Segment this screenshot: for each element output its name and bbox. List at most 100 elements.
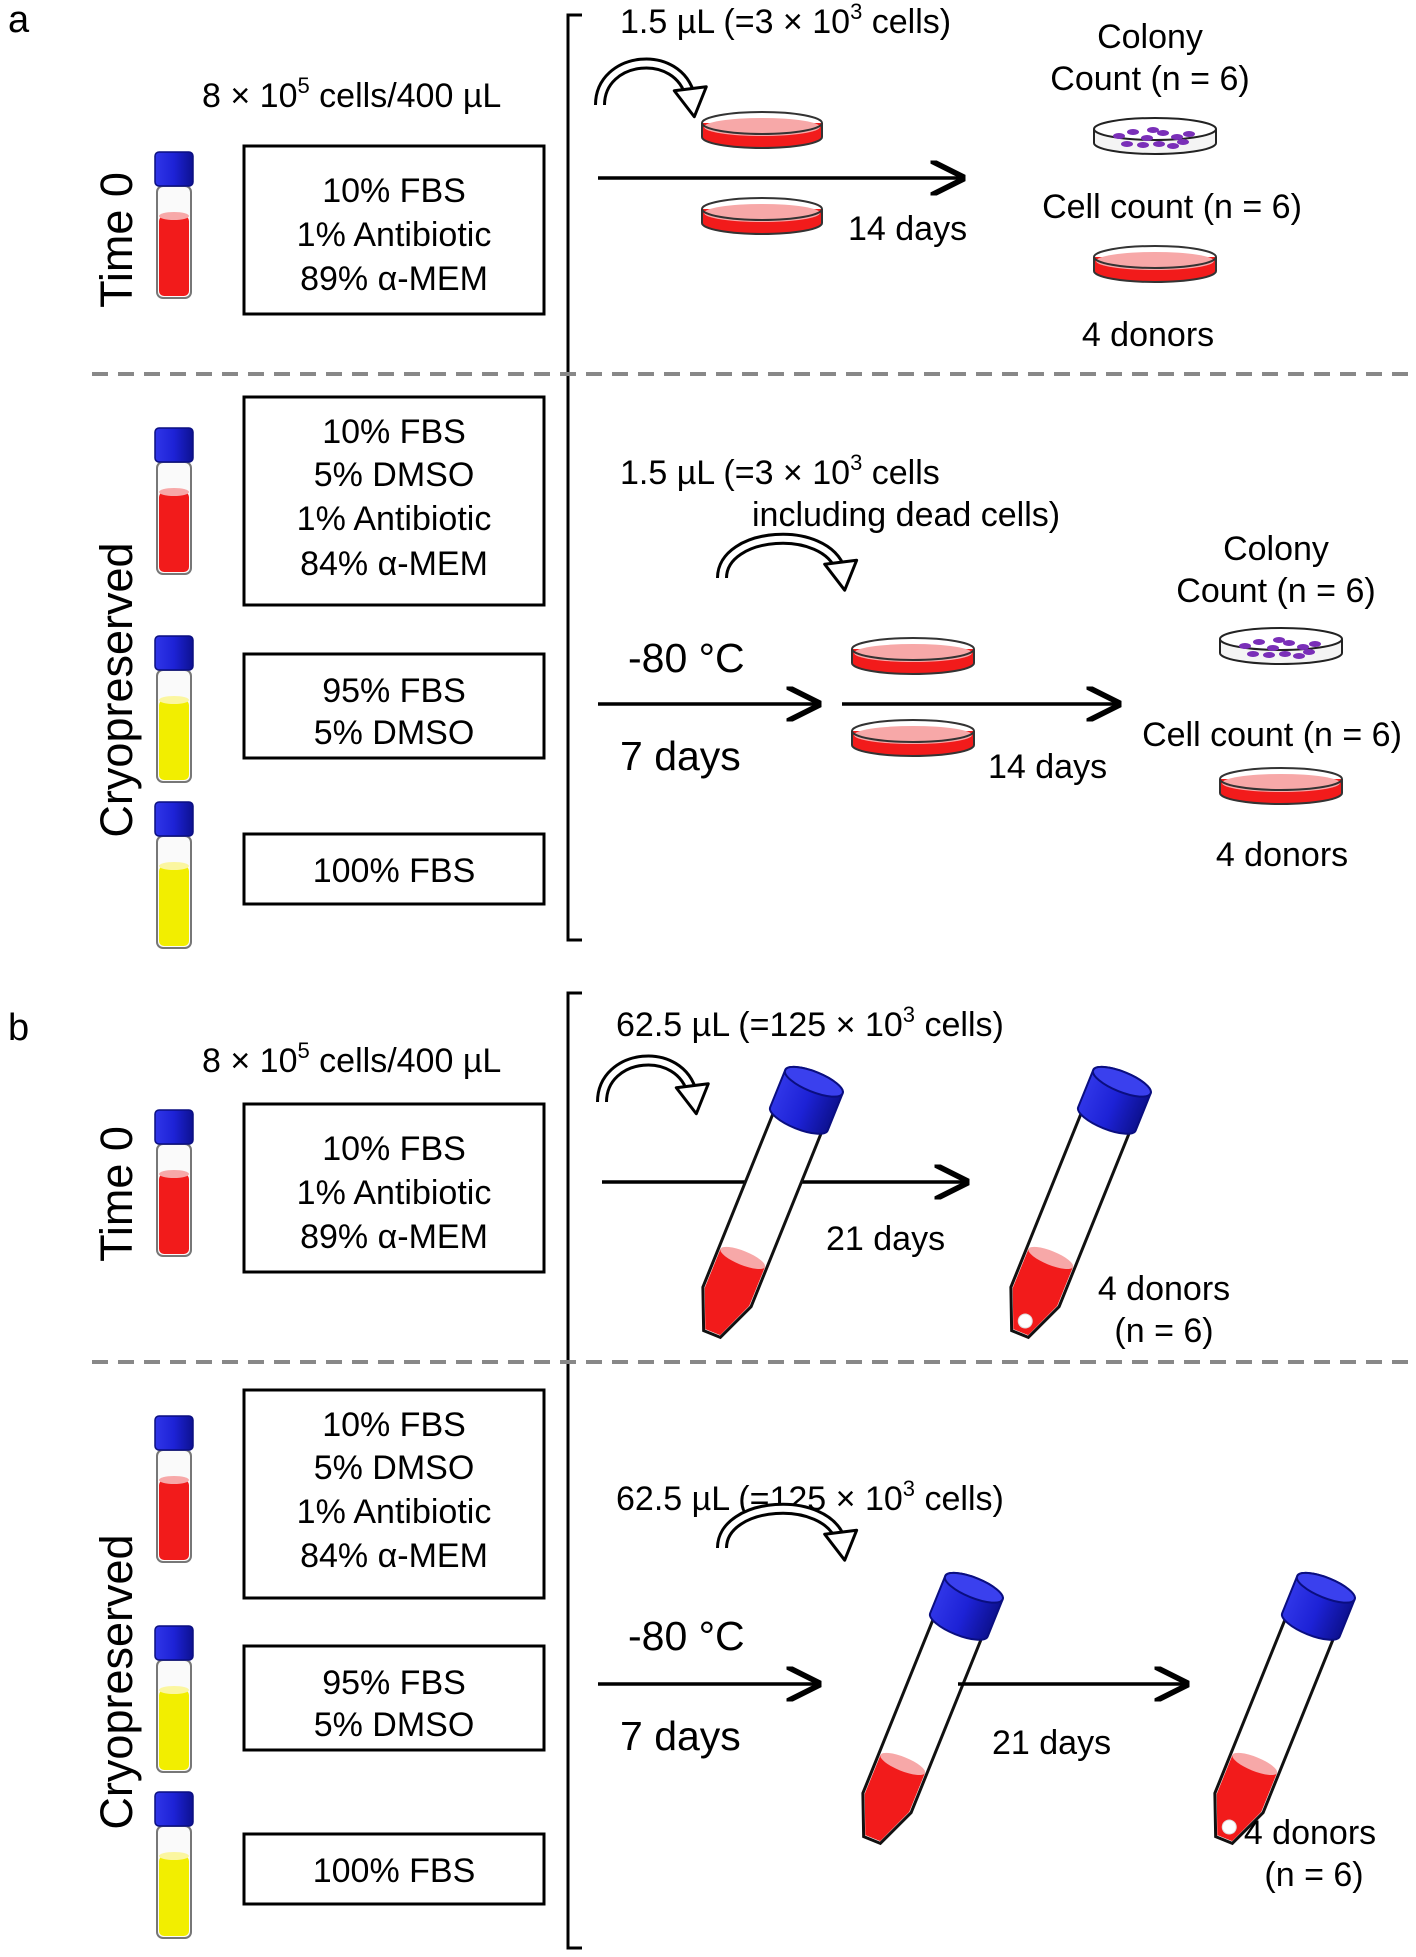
dish-rim bbox=[851, 719, 975, 743]
colony-dot bbox=[1303, 649, 1315, 655]
transfer-arrow-icon bbox=[716, 532, 859, 592]
medium-composition: 10% FBS 5% DMSO 1% Antibiotic 84% α-MEM bbox=[297, 413, 492, 583]
dish-rim bbox=[1219, 767, 1343, 791]
colony-dot bbox=[1183, 131, 1195, 137]
donor-count: 4 donors bbox=[1244, 1814, 1376, 1852]
dish-medium-surface bbox=[704, 204, 820, 222]
tube-group bbox=[861, 1571, 1004, 1846]
vial-medium bbox=[159, 1690, 189, 1770]
medium-line: 10% FBS bbox=[322, 1406, 466, 1444]
tube-group bbox=[1213, 1571, 1356, 1846]
medium-line: 10% FBS bbox=[322, 1130, 466, 1168]
medium-box bbox=[242, 1644, 546, 1752]
replicate-count: (n = 6) bbox=[1114, 1312, 1213, 1350]
dish-medium-surface bbox=[854, 726, 972, 744]
row-label-time0: Time 0 bbox=[91, 1126, 142, 1262]
donor-count: 4 donors bbox=[1098, 1270, 1230, 1308]
vial-surface bbox=[159, 862, 189, 870]
colony-dish-icon bbox=[1093, 117, 1217, 155]
vial-surface bbox=[159, 212, 189, 220]
arrow-outline bbox=[594, 57, 697, 106]
colony-dot bbox=[1239, 643, 1251, 649]
vial-icon bbox=[154, 151, 194, 299]
arrow-fill bbox=[719, 1505, 844, 1549]
medium-box bbox=[242, 1388, 546, 1600]
medium-composition: 95% FBS 5% DMSO bbox=[314, 672, 475, 752]
medium-box bbox=[242, 1832, 546, 1906]
colony-dot bbox=[1167, 143, 1179, 149]
culture-duration: 14 days bbox=[848, 210, 967, 248]
tube-medium bbox=[704, 1248, 765, 1336]
arrow-outline bbox=[716, 1502, 847, 1549]
panel-b-label: b bbox=[8, 1007, 29, 1049]
vial-surface bbox=[159, 488, 189, 496]
cell-concentration: 8 × 105 cells/400 µL bbox=[202, 1038, 501, 1080]
transfer-arrow-icon bbox=[594, 57, 708, 119]
bracket bbox=[566, 13, 582, 942]
dish-medium-surface bbox=[704, 118, 820, 136]
vial-cap bbox=[154, 151, 194, 187]
donor-count: 4 donors bbox=[1216, 836, 1348, 874]
colony-count-label: Colony bbox=[1223, 530, 1329, 568]
medium-box bbox=[242, 144, 546, 316]
medium-line: 89% α-MEM bbox=[300, 260, 488, 298]
colony-dot bbox=[1293, 653, 1305, 659]
vial-icon bbox=[154, 1109, 194, 1257]
medium-box bbox=[242, 1102, 546, 1274]
colony-dot bbox=[1171, 134, 1183, 140]
vial-cap bbox=[154, 635, 194, 671]
tube-group bbox=[701, 1065, 844, 1340]
colony-dot bbox=[1137, 142, 1149, 148]
vial-medium bbox=[159, 866, 189, 946]
arrow-head bbox=[674, 1082, 710, 1116]
colony-count-label: Count (n = 6) bbox=[1176, 572, 1375, 610]
vial-icon bbox=[154, 1415, 194, 1563]
colony-dot bbox=[1279, 651, 1291, 657]
vial-icon bbox=[154, 801, 194, 949]
colony-dot bbox=[1147, 127, 1159, 133]
storage-duration: 7 days bbox=[620, 733, 741, 779]
row-label-cryopreserved: Cryopreserved bbox=[91, 542, 142, 837]
colony-dot bbox=[1253, 639, 1265, 645]
colony-count-label: Colony bbox=[1097, 18, 1203, 56]
culture-dish-icon bbox=[851, 719, 975, 757]
medium-line: 95% FBS bbox=[322, 1664, 466, 1702]
conical-tube-icon bbox=[861, 1571, 1004, 1846]
medium-line: 10% FBS bbox=[322, 413, 466, 451]
vial-icon bbox=[154, 1625, 194, 1773]
arrow-head bbox=[823, 558, 859, 592]
colony-dot bbox=[1177, 139, 1189, 145]
medium-box bbox=[242, 832, 546, 906]
colony-dot bbox=[1141, 135, 1153, 141]
colony-dot bbox=[1153, 141, 1165, 147]
vial-cap bbox=[154, 427, 194, 463]
colony-dot bbox=[1309, 641, 1321, 647]
tube-medium bbox=[864, 1754, 925, 1842]
vial-medium bbox=[159, 700, 189, 780]
medium-line: 100% FBS bbox=[313, 1852, 476, 1890]
arrow-outline bbox=[716, 532, 847, 579]
colony-dot bbox=[1297, 644, 1309, 650]
medium-line: 89% α-MEM bbox=[300, 1218, 488, 1256]
vial-icon bbox=[154, 427, 194, 575]
colony-dot bbox=[1113, 133, 1125, 139]
conical-tube-icon bbox=[1213, 1571, 1356, 1846]
colony-dot bbox=[1283, 640, 1295, 646]
row-label-time0: Time 0 bbox=[91, 172, 142, 308]
cell-pellet bbox=[1017, 1313, 1033, 1329]
tube-cap-top bbox=[943, 1571, 1004, 1604]
vial-cap bbox=[154, 1791, 194, 1827]
vial-icon bbox=[154, 1791, 194, 1939]
transfer-volume: 1.5 µL (=3 × 103 cells) bbox=[620, 0, 951, 41]
vial-surface bbox=[159, 1852, 189, 1860]
vial-surface bbox=[159, 1686, 189, 1694]
medium-composition: 10% FBS 1% Antibiotic 89% α-MEM bbox=[297, 172, 492, 298]
replicate-count: (n = 6) bbox=[1264, 1856, 1363, 1894]
culture-dish-icon bbox=[701, 197, 823, 235]
culture-dish-icon bbox=[851, 637, 975, 675]
vial-cap bbox=[154, 1415, 194, 1451]
cell-pellet bbox=[1221, 1819, 1237, 1835]
arrow-fill bbox=[597, 60, 694, 106]
colony-dot bbox=[1267, 645, 1279, 651]
